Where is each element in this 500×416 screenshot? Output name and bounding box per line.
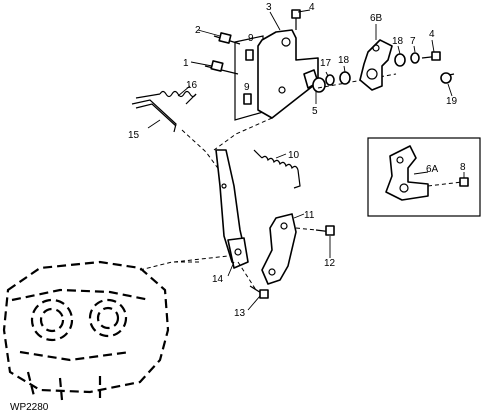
leader-lines [147, 9, 465, 311]
callout-14: 14 [212, 274, 224, 285]
callout-16: 16 [186, 80, 198, 91]
callout-6b: 6B [370, 13, 383, 24]
callout-8: 8 [460, 162, 466, 173]
callout-19: 19 [446, 96, 458, 107]
callout-2: 2 [195, 25, 201, 36]
figure-code: WP2280 [10, 402, 49, 413]
spring-10 [253, 149, 301, 189]
lever-6b [359, 39, 393, 91]
governor-arm-14 [173, 129, 249, 269]
bolt-4-top [291, 9, 301, 30]
inset-detail-box [367, 137, 481, 217]
bolt-2 [213, 32, 241, 45]
bolt-13 [237, 261, 269, 299]
callout-12: 12 [324, 258, 336, 269]
spring-15 [131, 99, 177, 133]
callout-13: 13 [234, 308, 246, 319]
callout-4-top: 4 [309, 2, 315, 13]
bolt-12 [315, 225, 335, 236]
callout-15: 15 [128, 130, 140, 141]
link-plate-11 [261, 213, 317, 285]
spring-16 [135, 90, 197, 105]
bolt-4-right [421, 51, 441, 61]
callout-17: 17 [320, 58, 332, 69]
callout-3: 3 [266, 2, 272, 13]
callout-9-upper: 9 [248, 33, 254, 44]
callout-6a: 6A [426, 164, 439, 175]
callout-18-left: 18 [338, 55, 350, 66]
callout-11: 11 [304, 210, 315, 221]
callout-10: 10 [288, 150, 300, 161]
callout-4-right: 4 [429, 29, 435, 40]
callout-18-right: 18 [392, 36, 404, 47]
screw-19 [440, 72, 455, 84]
callout-1: 1 [183, 58, 189, 69]
callout-9-lower: 9 [244, 82, 250, 93]
callout-7: 7 [410, 36, 416, 47]
engine-block [2, 260, 200, 401]
callout-5: 5 [312, 106, 318, 117]
bolt-1 [204, 60, 239, 75]
bracket-plate-assembly [213, 29, 397, 151]
